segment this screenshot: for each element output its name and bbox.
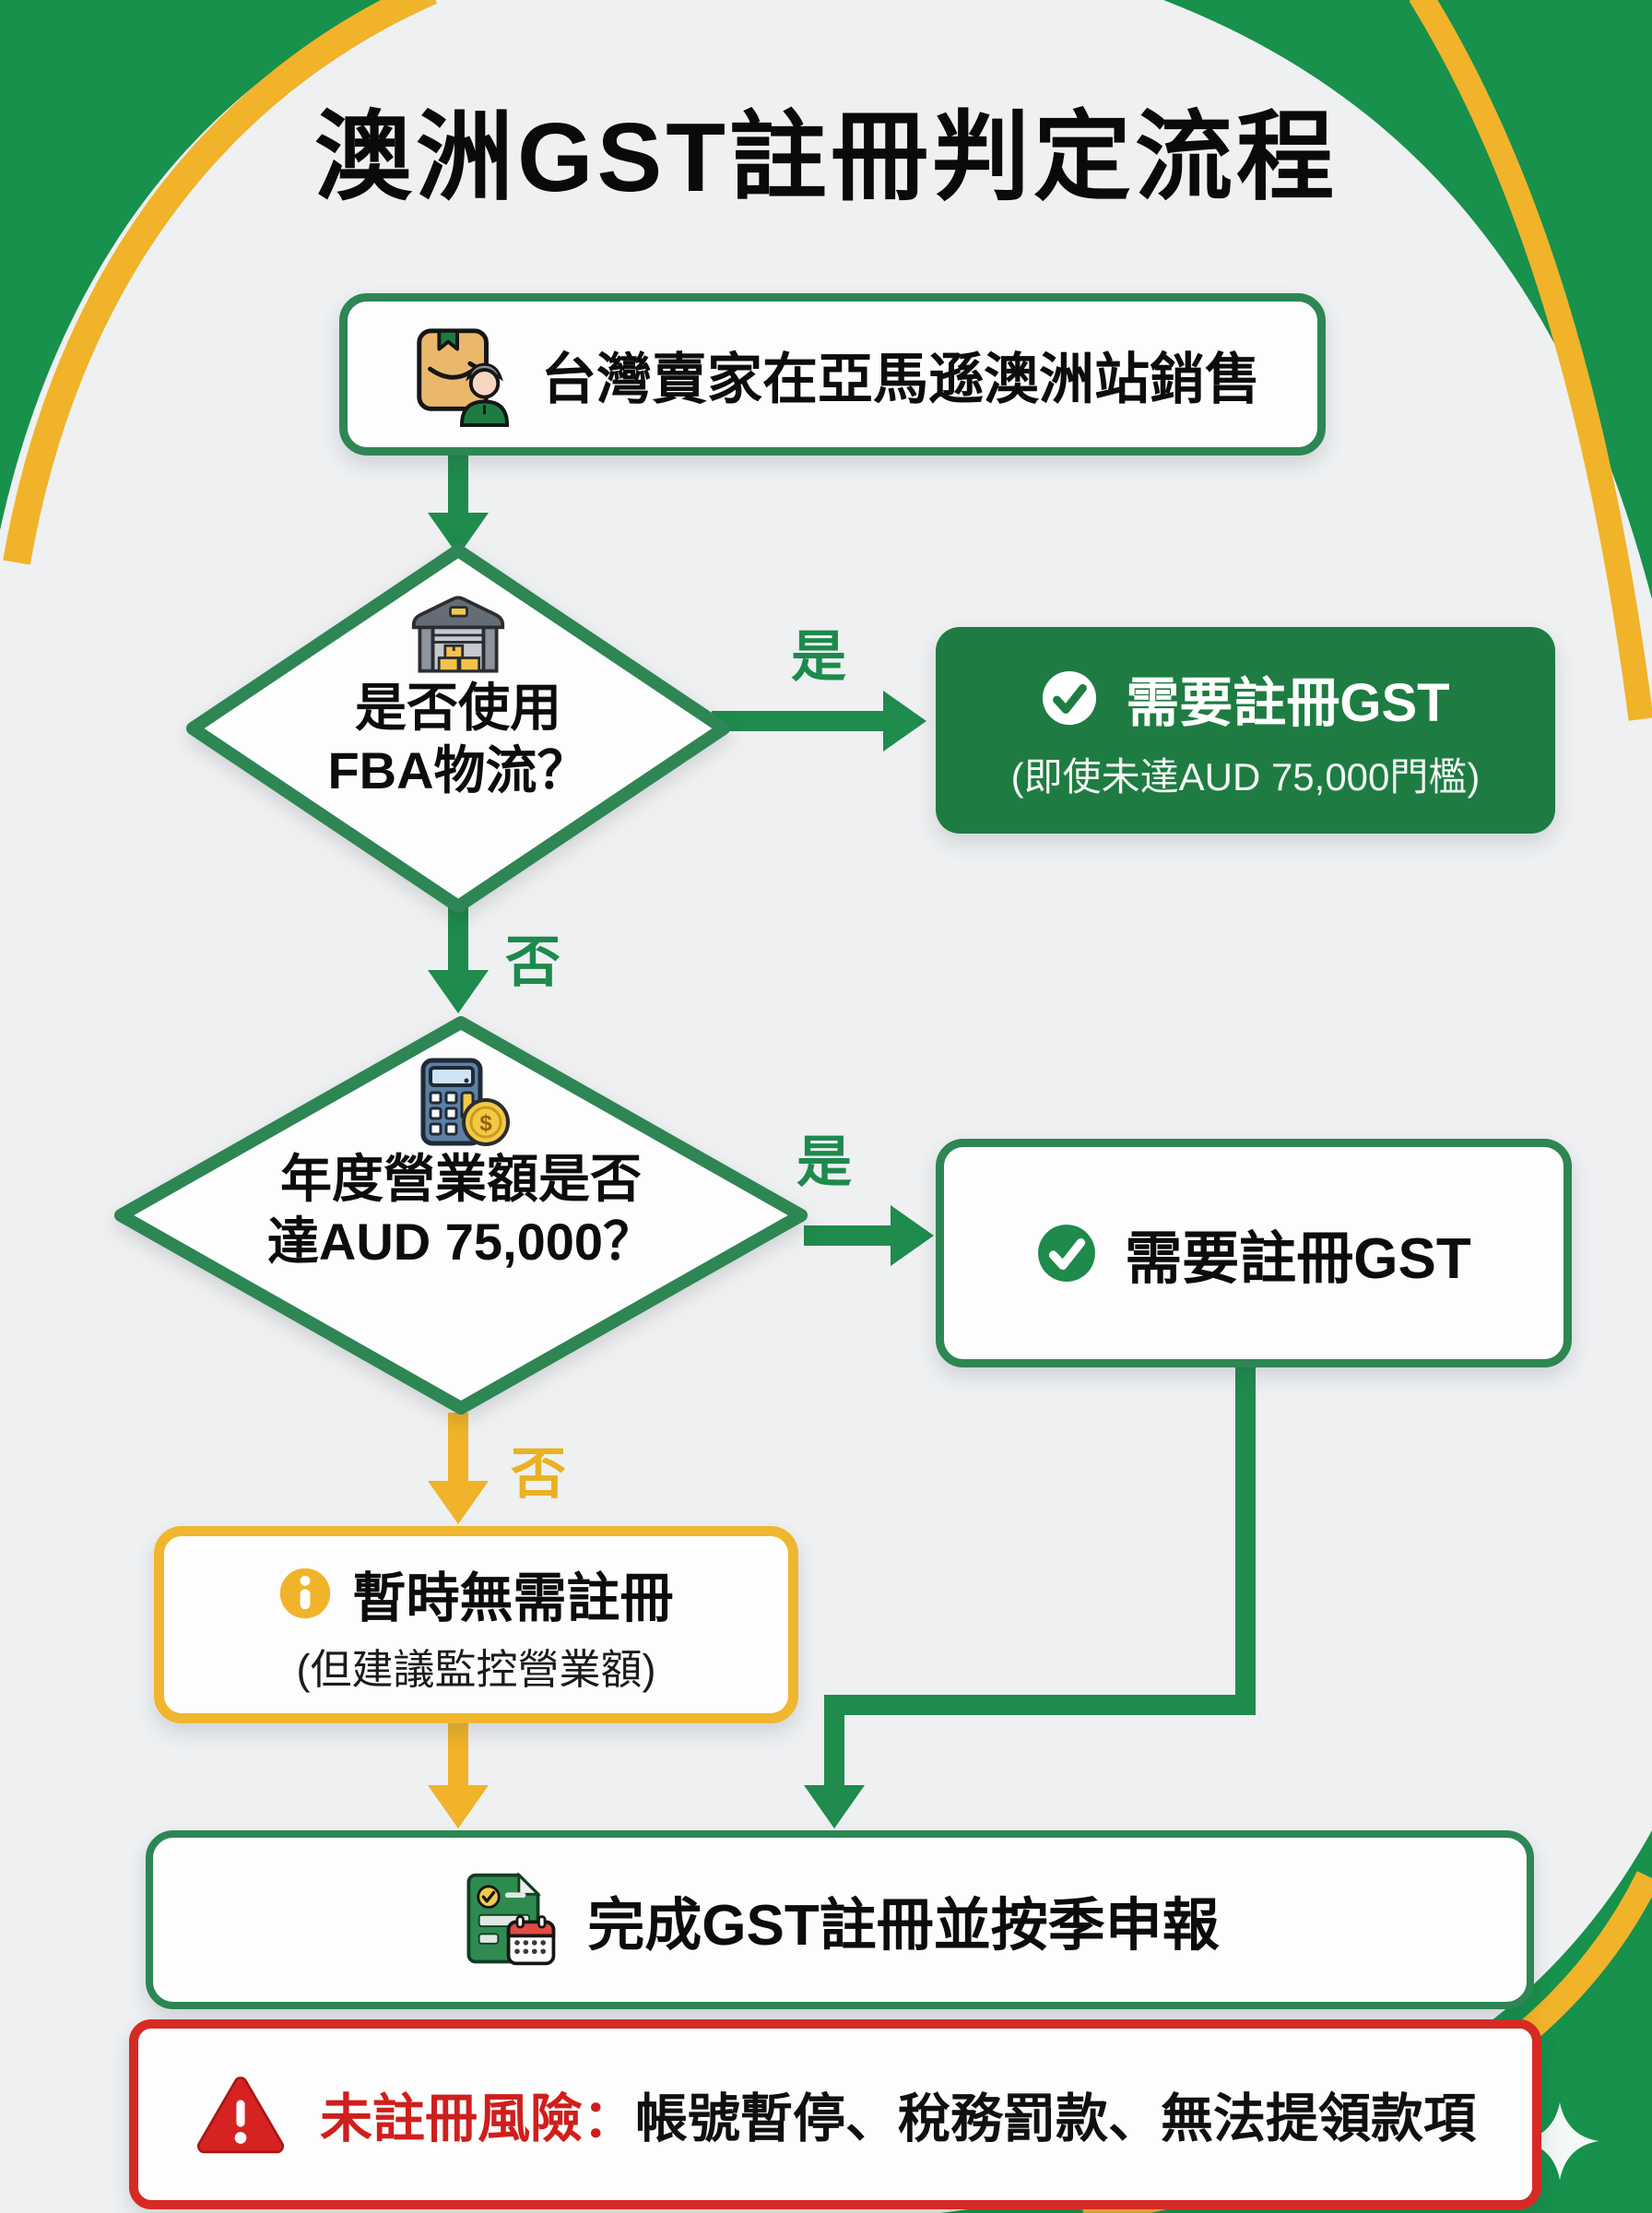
decision-fba-line2: FBA物流？ <box>327 741 589 800</box>
result-fba-title: 需要註冊GST <box>1126 672 1450 733</box>
decision-revenue-content: $ 年度營業額是否 達AUD 75,000？ <box>159 1056 763 1369</box>
swoosh-top-left <box>0 0 396 530</box>
start-node: 台灣賣家在亞馬遜澳洲站銷售 <box>339 293 1326 456</box>
result-fba-register: 需要註冊GST (即使未達AUD 75,000門檻) <box>936 627 1555 834</box>
arrow-noneed-to-final-head <box>428 1785 489 1828</box>
arrow-revenue-yes-head <box>891 1205 934 1266</box>
warning-prefix: 未註冊風險： <box>320 2089 635 2148</box>
no-need-title: 暫時無需註冊 <box>352 1568 674 1628</box>
decision-fba-content: 是否使用 FBA物流？ <box>230 590 686 876</box>
final-label: 完成GST註冊並按季申報 <box>587 1894 1220 1958</box>
result-revenue-register: 需要註冊GST <box>936 1139 1572 1367</box>
decision-revenue-diamond <box>114 1016 808 1414</box>
start-label: 台灣賣家在亞馬遜澳洲站銷售 <box>541 348 1260 410</box>
fba-yes-label: 是 <box>791 626 846 688</box>
warning-items: 帳號暫停、稅務罰款、無法提領款項 <box>635 2089 1476 2148</box>
revenue-yes-label: 是 <box>796 1131 852 1193</box>
connector-resultB-vertical <box>1235 1349 1256 1715</box>
check-circle-icon <box>1038 1225 1096 1282</box>
decision-revenue-line2: 達AUD 75,000？ <box>266 1213 655 1272</box>
arrow-start-to-fba <box>448 437 468 516</box>
decision-fba-line1: 是否使用 <box>355 679 561 737</box>
info-circle-icon <box>280 1568 331 1618</box>
arrow-fba-yes-head <box>883 691 926 751</box>
warning-triangle-icon <box>196 2077 285 2154</box>
result-revenue-title: 需要註冊GST <box>1125 1227 1471 1291</box>
decision-fba-diamond <box>186 544 730 913</box>
connector-horizontal <box>824 1695 1256 1715</box>
arrow-fba-no-head <box>428 970 489 1013</box>
arrow-fba-yes <box>712 711 887 731</box>
final-node: 完成GST註冊並按季申報 <box>146 1830 1534 2009</box>
revenue-no-label: 否 <box>511 1443 566 1505</box>
arrow-revenue-no-head <box>428 1481 489 1524</box>
seller-package-icon <box>417 328 510 427</box>
fba-no-label: 否 <box>505 931 560 993</box>
no-need-subtitle: (但建議監控營業額) <box>296 1645 656 1693</box>
connector-down <box>824 1708 844 1787</box>
swoosh-top-right <box>1163 0 1652 599</box>
connector-down-head <box>804 1785 865 1828</box>
warehouse-icon <box>411 596 505 673</box>
calculator-coin-icon: $ <box>420 1058 510 1146</box>
document-calendar-icon <box>466 1872 556 1966</box>
arrow-fba-no <box>448 905 468 974</box>
sparkle-icon <box>1521 2102 1599 2180</box>
svg-text:$: $ <box>479 1111 492 1136</box>
decision-revenue-line1: 年度營業額是否 <box>280 1150 642 1208</box>
arrow-revenue-no <box>448 1413 468 1485</box>
page-title: 澳洲GST註冊判定流程 <box>314 103 1338 212</box>
swoosh-top-left-yellow <box>3 0 438 565</box>
result-no-registration-needed: 暫時無需註冊 (但建議監控營業額) <box>154 1526 798 1723</box>
arrow-noneed-to-final <box>448 1703 468 1788</box>
warning-node: 未註冊風險：帳號暫停、稅務罰款、無法提領款項 <box>129 2019 1541 2209</box>
arrow-revenue-yes <box>804 1225 896 1246</box>
result-fba-subtitle: (即使未達AUD 75,000門檻) <box>1010 754 1481 799</box>
check-circle-icon <box>1043 670 1097 725</box>
swoosh-top-right-yellow <box>1409 0 1652 721</box>
